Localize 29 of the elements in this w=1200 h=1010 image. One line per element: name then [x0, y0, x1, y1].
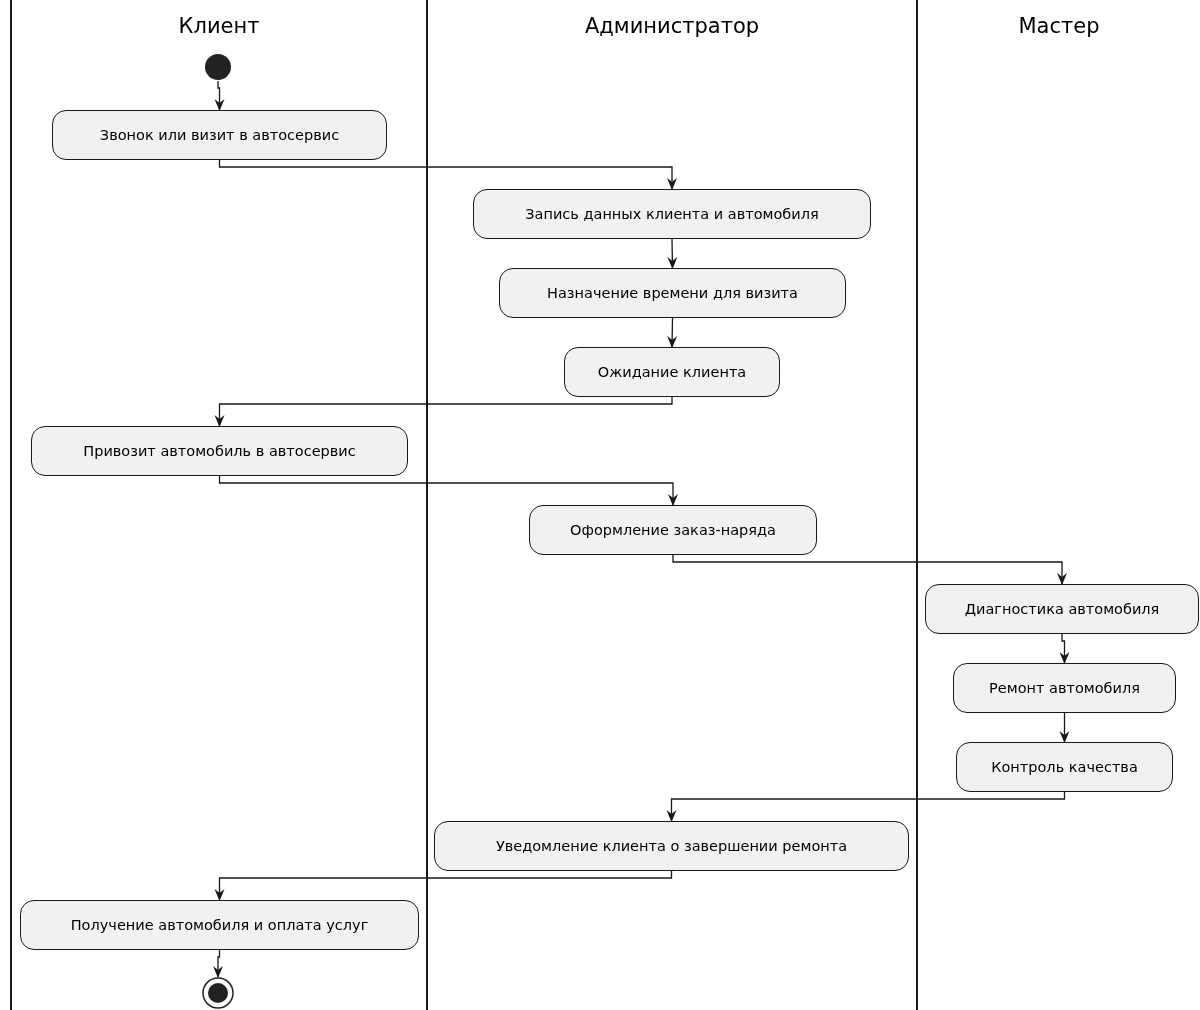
- lane-header: Клиент: [177, 14, 261, 38]
- swimlane: [916, 0, 1200, 1010]
- arrow: [214, 870, 673, 901]
- activity-box: Оформление заказ-наряда: [529, 505, 817, 555]
- arrow: [218, 475, 678, 506]
- arrow: [214, 80, 225, 111]
- activity-box: Контроль качества: [956, 742, 1173, 792]
- activity-box: Звонок или визит в автосервис: [52, 110, 387, 160]
- activity-box: Привозит автомобиль в автосервис: [31, 426, 408, 476]
- arrow: [666, 791, 1066, 822]
- arrow: [667, 238, 678, 269]
- activity-box: Назначение времени для визита: [499, 268, 846, 318]
- start-node: [204, 53, 232, 81]
- lane-header: Администратор: [583, 14, 761, 38]
- arrow: [1059, 633, 1070, 664]
- arrow: [214, 396, 673, 427]
- arrow: [667, 317, 678, 348]
- activity-box: Ремонт автомобиля: [953, 663, 1176, 713]
- activity-box: Получение автомобиля и оплата услуг: [20, 900, 419, 950]
- activity-box: Запись данных клиента и автомобиля: [473, 189, 871, 239]
- arrow: [672, 554, 1067, 585]
- lane-header: Мастер: [1017, 14, 1101, 38]
- arrow: [218, 159, 677, 190]
- activity-box: Диагностика автомобиля: [925, 584, 1199, 634]
- arrow: [213, 949, 223, 978]
- end-node: [202, 977, 234, 1009]
- arrow: [1059, 712, 1070, 743]
- activity-box: Ожидание клиента: [564, 347, 780, 397]
- activity-box: Уведомление клиента о завершении ремонта: [434, 821, 909, 871]
